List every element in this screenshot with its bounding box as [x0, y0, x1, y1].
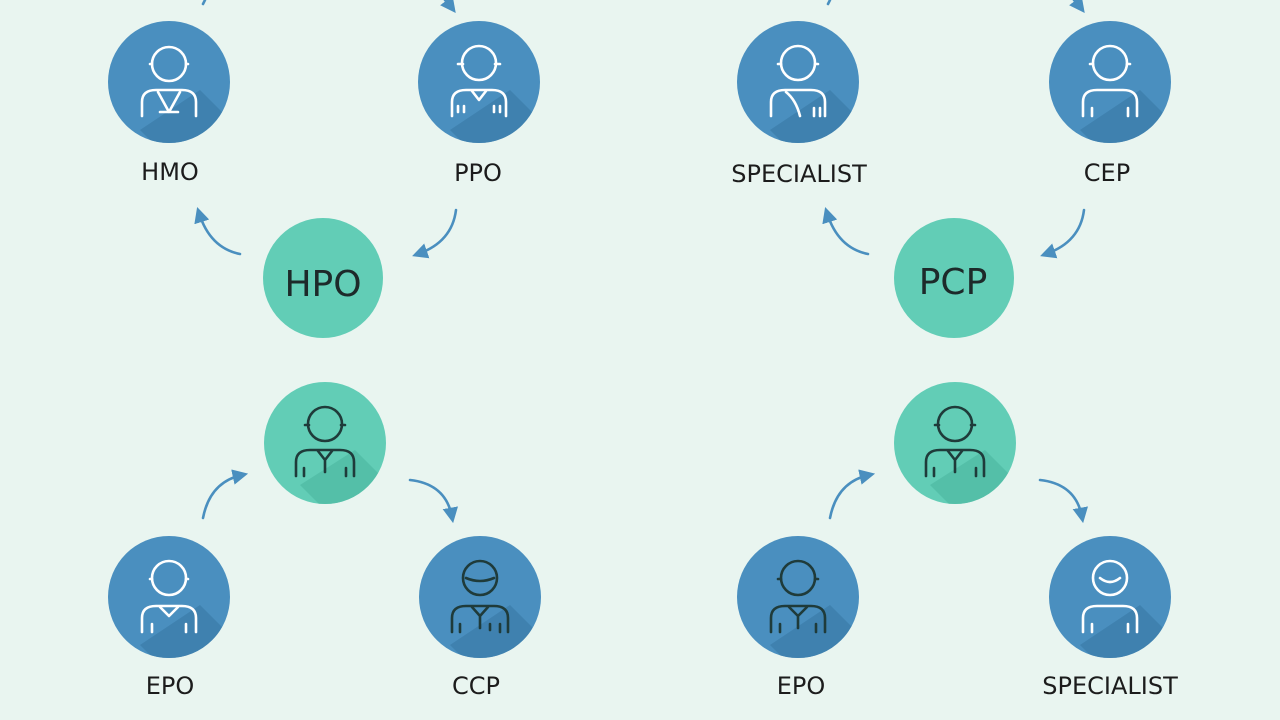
label-epo-left: EPO — [146, 672, 195, 700]
hub-doctor-right[interactable] — [894, 382, 1050, 515]
person-icon — [140, 559, 198, 634]
arrow-top-right-incoming-right — [1069, 0, 1085, 13]
node-epo-right[interactable] — [737, 536, 890, 665]
left-cluster: HMO PPO HPO — [108, 0, 570, 700]
arrow-cep-to-hub — [1040, 208, 1086, 259]
label-ccp: CCP — [452, 672, 500, 700]
arrow-epo-to-hub-right — [828, 469, 876, 520]
hub-doctor-left[interactable] — [264, 382, 420, 515]
label-ppo: PPO — [454, 159, 502, 187]
node-cep[interactable] — [1049, 21, 1200, 150]
arrow-epo-to-hub — [201, 469, 249, 520]
label-specialist-top: SPECIALIST — [731, 160, 867, 188]
doctor-icon — [450, 559, 510, 634]
node-ccp[interactable] — [419, 536, 570, 665]
label-hmo: HMO — [141, 158, 199, 186]
node-hmo[interactable] — [108, 21, 260, 150]
person-icon — [769, 44, 827, 118]
right-cluster: SPECIALIST CEP PCP — [731, 0, 1200, 700]
person-icon — [1081, 559, 1139, 634]
arrow-hub-to-hmo — [194, 207, 242, 256]
label-cep: CEP — [1084, 159, 1130, 187]
arrow-hub-to-specialist-bottom — [1038, 478, 1088, 524]
person-icon — [769, 559, 827, 634]
doctor-icon — [294, 405, 356, 478]
arrow-hub-to-ccp — [408, 478, 458, 524]
hub-label-hpo: HPO — [284, 264, 361, 305]
arrow-top-right-incoming — [440, 0, 456, 13]
node-specialist-top[interactable] — [737, 21, 890, 150]
label-epo-right: EPO — [777, 672, 826, 700]
hub-label-pcp: PCP — [919, 262, 988, 303]
arrow-hub-to-specialist — [822, 207, 870, 256]
node-ppo[interactable] — [418, 21, 570, 150]
label-specialist-bottom: SPECIALIST — [1042, 672, 1178, 700]
node-specialist-bottom[interactable] — [1049, 536, 1200, 665]
arrow-top-left-incoming-right — [826, 0, 832, 6]
doctor-icon — [924, 405, 986, 478]
person-icon — [140, 45, 198, 118]
arrow-top-left-incoming — [201, 0, 207, 6]
hub-pcp[interactable] — [894, 218, 1014, 338]
node-epo-left[interactable] — [108, 536, 260, 665]
hub-hpo[interactable] — [263, 218, 383, 338]
doctor-icon — [450, 44, 508, 118]
arrow-ppo-to-hub — [412, 208, 458, 259]
person-icon — [1081, 44, 1139, 118]
